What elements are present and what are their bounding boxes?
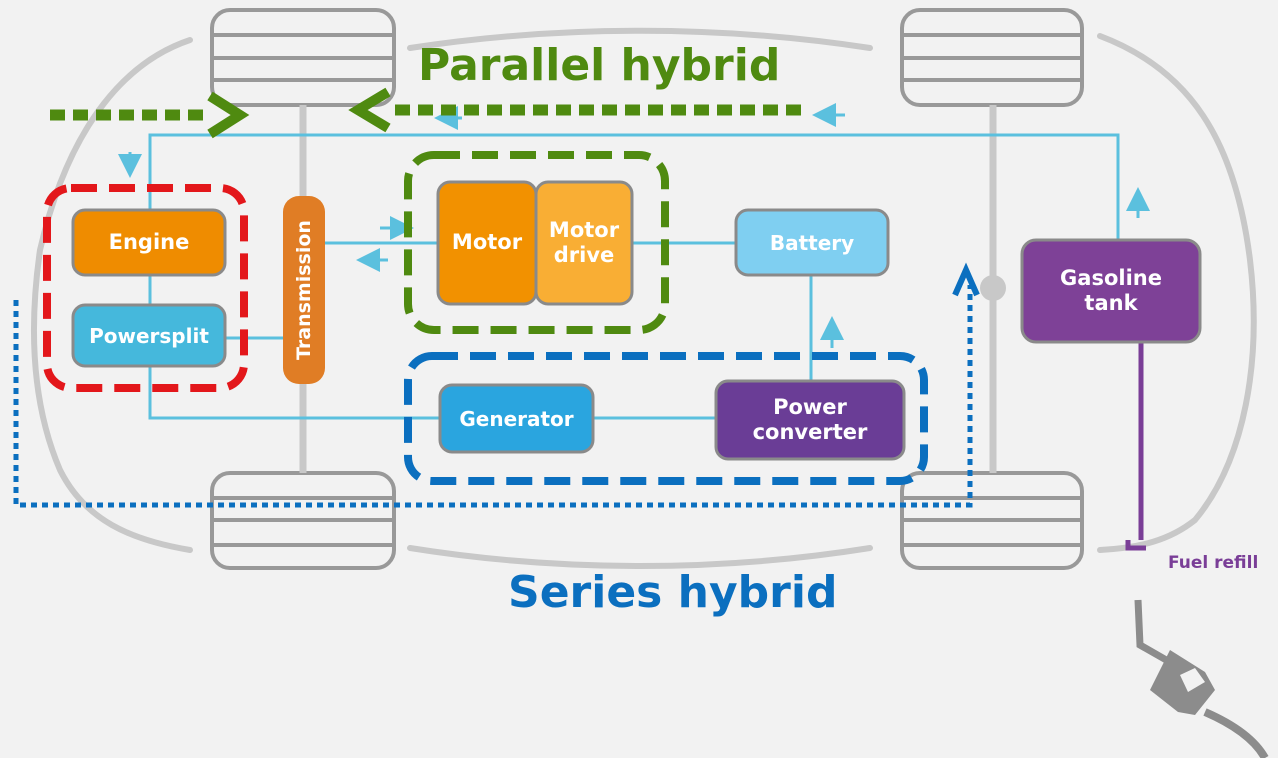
gasoline-tank-label: Gasoline tank <box>1060 265 1162 315</box>
powersplit-label: Powersplit <box>89 323 209 348</box>
generator-label: Generator <box>459 406 574 431</box>
flow-arrows <box>118 103 1150 348</box>
wheel-rear-right <box>900 471 1084 570</box>
wiring <box>148 133 1144 540</box>
parallel-hybrid-title: Parallel hybrid <box>418 40 781 91</box>
green-group-outline <box>404 151 669 334</box>
wheel-front-right <box>900 8 1084 107</box>
powersplit-box <box>71 303 227 368</box>
car-outline <box>31 27 1257 569</box>
series-hybrid-path <box>13 285 973 508</box>
gasoline-tank-box <box>1020 238 1202 344</box>
wheel-front-left <box>210 8 396 107</box>
series-hybrid-title: Series hybrid <box>508 567 838 618</box>
power-converter-label: Power converter <box>752 394 868 444</box>
wheel-rear-left <box>210 471 396 570</box>
fuel-refill-stub <box>1125 540 1146 551</box>
battery-box <box>734 208 890 277</box>
transmission-box <box>283 196 325 384</box>
parallel-hybrid-path <box>50 87 805 139</box>
motor-drive-box <box>534 180 634 306</box>
battery-label: Battery <box>769 230 855 255</box>
generator-box <box>438 383 595 454</box>
fuel-nozzle-icon <box>1134 599 1269 758</box>
fuel-refill-label: Fuel refill <box>1168 553 1259 573</box>
engine-box <box>71 208 227 277</box>
engine-label: Engine <box>108 229 190 254</box>
blue-group-outline <box>404 352 928 485</box>
motor-label: Motor <box>451 230 523 255</box>
series-arrowhead <box>952 262 980 297</box>
power-converter-box <box>714 379 906 461</box>
motor-drive-label: Motor drive <box>548 217 620 267</box>
axle-joint <box>980 275 1006 301</box>
transmission-label: Transmission <box>292 220 315 360</box>
